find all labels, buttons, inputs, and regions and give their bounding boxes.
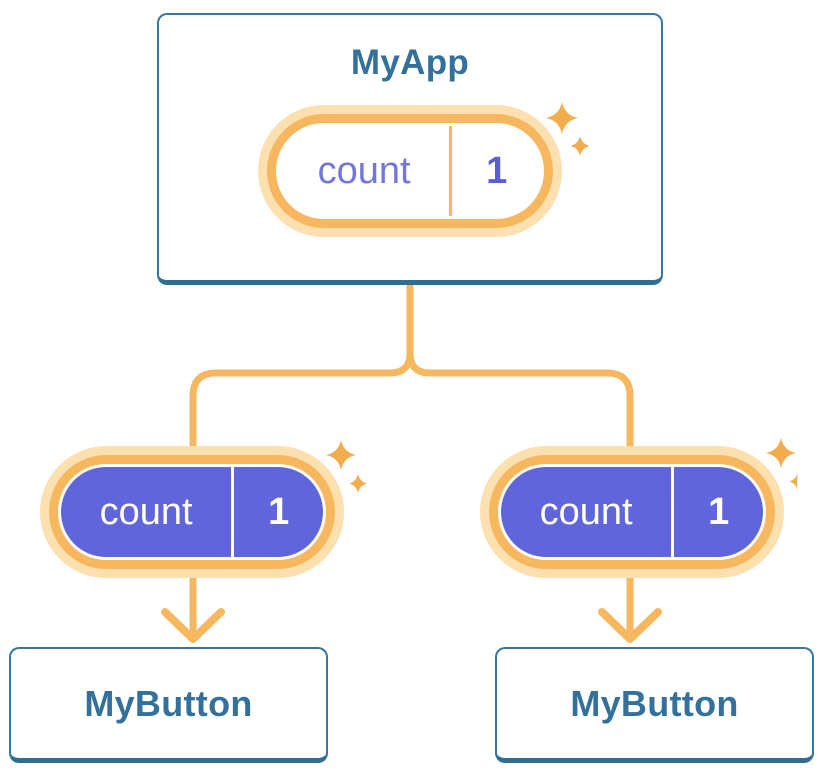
- right-prop-pill: count 1: [480, 446, 784, 578]
- right-arrowhead-icon: [598, 608, 662, 643]
- state-name-label: count: [539, 490, 633, 533]
- right-child-component-title: MyButton: [570, 682, 739, 724]
- state-name-label: count: [317, 149, 411, 192]
- right-branch-line: [406, 352, 634, 633]
- pill-body: count 1: [61, 467, 323, 557]
- right-child-component-card: MyButton: [495, 647, 814, 763]
- state-name-label: count: [99, 490, 193, 533]
- pill-ring: count 1: [49, 455, 335, 569]
- pill-body: count 1: [501, 467, 763, 557]
- pill-ring: count 1: [489, 455, 775, 569]
- pill-ring: count 1: [267, 114, 553, 228]
- root-component-card: MyApp count 1: [157, 13, 663, 285]
- sparkle-icon: [326, 440, 367, 493]
- left-branch-line: [189, 352, 414, 633]
- root-component-title: MyApp: [350, 43, 470, 82]
- sparkle-icon: [546, 102, 590, 156]
- left-arrowhead-icon: [161, 608, 225, 643]
- state-value-label: 1: [231, 467, 323, 557]
- left-child-component-card: MyButton: [9, 647, 328, 763]
- state-value-label: 1: [449, 126, 541, 216]
- state-value-label: 1: [671, 467, 763, 557]
- left-prop-pill: count 1: [40, 446, 344, 578]
- root-state-pill: count 1: [258, 105, 562, 237]
- pill-body: count 1: [279, 126, 541, 216]
- left-child-component-title: MyButton: [84, 682, 253, 724]
- sparkle-icon: [766, 438, 807, 491]
